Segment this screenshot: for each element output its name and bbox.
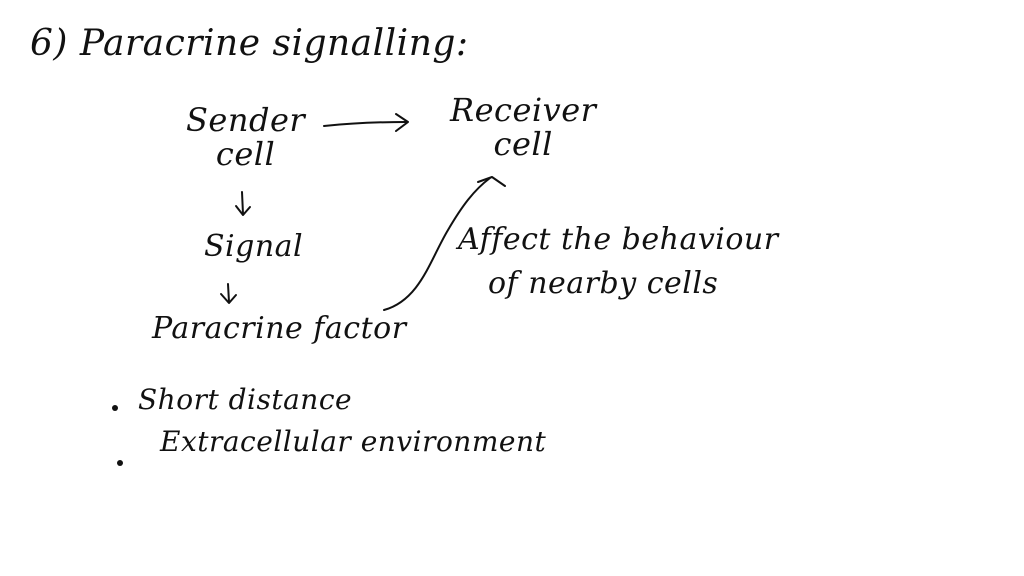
paracrine-factor-label: Paracrine factor — [152, 311, 407, 346]
arrow-signal-to-paracrine-factor — [220, 283, 237, 304]
heading-number: 6) — [30, 23, 68, 64]
receiver-line-2: cell — [493, 124, 553, 163]
arrow-sender-to-receiver — [323, 113, 409, 132]
effect-line-1: Affect the behaviour — [458, 222, 779, 257]
bullet-dot-2 — [117, 460, 123, 466]
bullet-item-short-distance: Short distance — [138, 383, 353, 416]
effect-note: Affect the behaviour of nearby cells — [458, 218, 779, 305]
receiver-line-1: Receiver — [450, 91, 597, 129]
bullet-dot-1 — [112, 405, 118, 411]
heading-title: Paracrine signalling: — [79, 23, 469, 64]
sender-line-2: cell — [215, 134, 276, 173]
arrow-sender-to-signal — [235, 191, 251, 216]
bullet-item-extracellular-environment: Extracellular environment — [160, 425, 547, 458]
receiver-cell-label: Receiver cell — [450, 91, 597, 163]
arrow-paracrine-to-receiver — [383, 176, 506, 311]
heading: 6) Paracrine signalling: — [30, 26, 469, 62]
signal-label: Signal — [204, 229, 304, 264]
sender-cell-label: Sender cell — [186, 101, 306, 173]
sender-line-1: Sender — [186, 101, 306, 139]
effect-line-2: of nearby cells — [488, 265, 719, 301]
